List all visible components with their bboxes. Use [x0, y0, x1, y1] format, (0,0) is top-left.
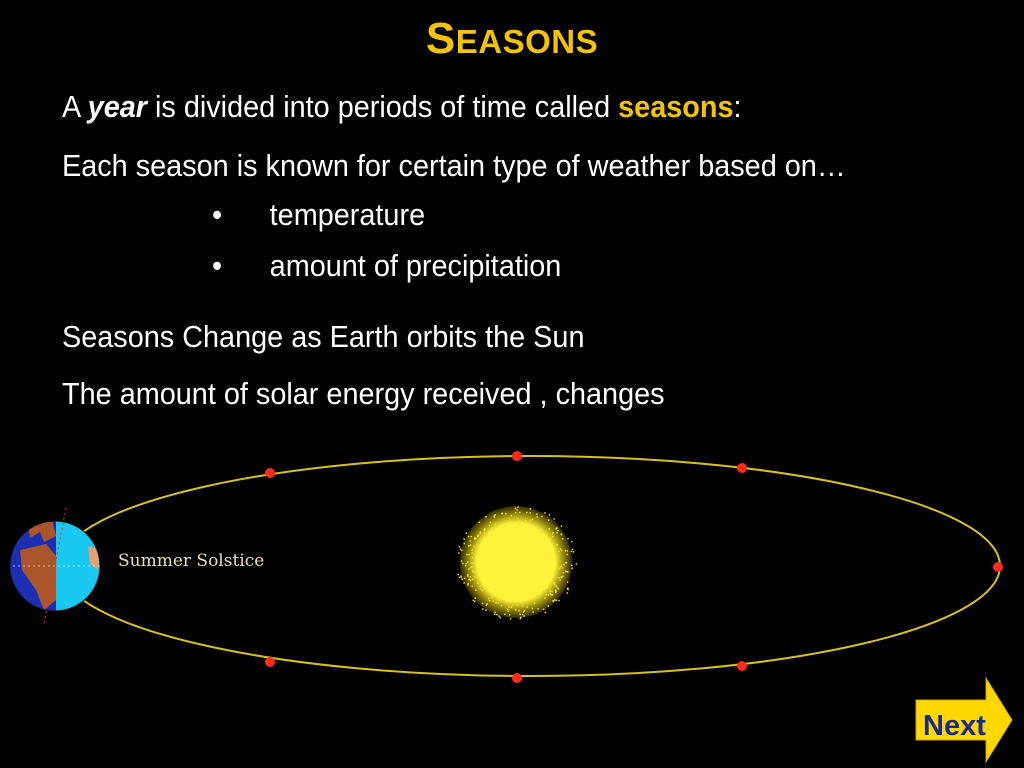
orbit-marker — [512, 451, 522, 461]
bullet-text: amount of precipitation — [269, 248, 562, 283]
year-suffix: : — [733, 89, 742, 124]
orbit-marker — [265, 657, 275, 667]
year-term: year — [87, 89, 147, 124]
orbit-statement-line: Seasons Change as Earth orbits the Sun — [62, 319, 585, 354]
seasons-term: seasons — [618, 89, 734, 124]
next-label: Next — [923, 710, 986, 742]
next-arrow-icon — [915, 676, 1013, 764]
solar-energy-line: The amount of solar energy received , ch… — [62, 376, 665, 411]
bullet-temperature: • temperature — [212, 196, 425, 234]
title-initial: S — [425, 14, 456, 63]
sun-icon — [457, 506, 578, 620]
slide-title: SEASONS — [0, 14, 1024, 64]
title-rest: EASONS — [455, 23, 599, 60]
earth-icon — [9, 507, 101, 625]
bullet-marker: • — [212, 197, 223, 232]
bullet-marker: • — [212, 248, 223, 283]
summer-solstice-label: Summer Solstice — [118, 551, 265, 571]
year-definition-line: A year is divided into periods of time c… — [62, 88, 742, 126]
orbit-marker — [993, 562, 1003, 572]
orbit-marker — [737, 661, 747, 671]
orbit-marker — [265, 468, 275, 478]
year-prefix: A — [62, 89, 88, 124]
orbit-marker — [737, 463, 747, 473]
bullet-precipitation: • amount of precipitation — [212, 247, 561, 285]
weather-intro-line: Each season is known for certain type of… — [62, 148, 846, 183]
bullet-text: temperature — [269, 197, 426, 232]
next-button[interactable]: Next — [914, 676, 1014, 764]
year-middle: is divided into periods of time called — [146, 89, 619, 124]
orbit-marker — [512, 673, 522, 683]
earth-orbit-diagram — [9, 451, 1003, 683]
